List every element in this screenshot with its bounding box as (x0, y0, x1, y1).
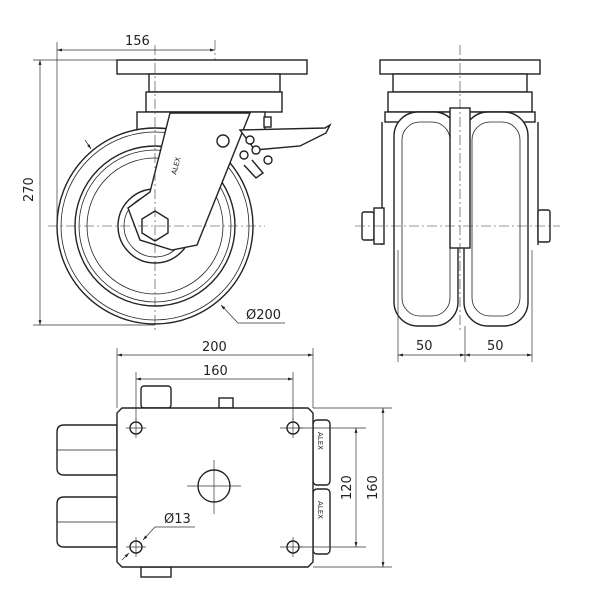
axle-nut-top (140, 385, 172, 409)
dim-160-vertical: 160 (366, 475, 381, 500)
dim-hole-diameter: Ø13 (164, 512, 191, 527)
tread-logo-1: ALEX (316, 432, 324, 450)
wheel-tread-2 (312, 488, 331, 555)
right-wheel (463, 111, 529, 327)
brake-bolt (218, 397, 234, 409)
dim-270: 270 (22, 177, 37, 202)
dim-200: 200 (202, 340, 227, 355)
mounting-holes (126, 418, 303, 557)
dim-160-horizontal: 160 (203, 364, 228, 379)
swivel-housing (148, 73, 281, 93)
tread-logo-2: ALEX (316, 501, 324, 519)
dim-120: 120 (340, 475, 355, 500)
top-plate (116, 59, 308, 75)
mounting-plate (116, 407, 314, 568)
swivel-ring (145, 91, 283, 113)
dim-156: 156 (125, 34, 150, 49)
brake-pedal (216, 116, 332, 179)
dim-50-left: 50 (416, 339, 433, 354)
front-view: 50 50 (355, 45, 560, 362)
dim-50-right: 50 (487, 339, 504, 354)
side-view: ALEX 156 270 Ø200 (22, 34, 332, 330)
wheel-tread-1 (312, 419, 331, 486)
top-view: ALEX ALEX 200 160 120 (56, 340, 392, 578)
dim-wheel-diameter: Ø200 (246, 308, 281, 323)
left-wheel (393, 111, 459, 327)
